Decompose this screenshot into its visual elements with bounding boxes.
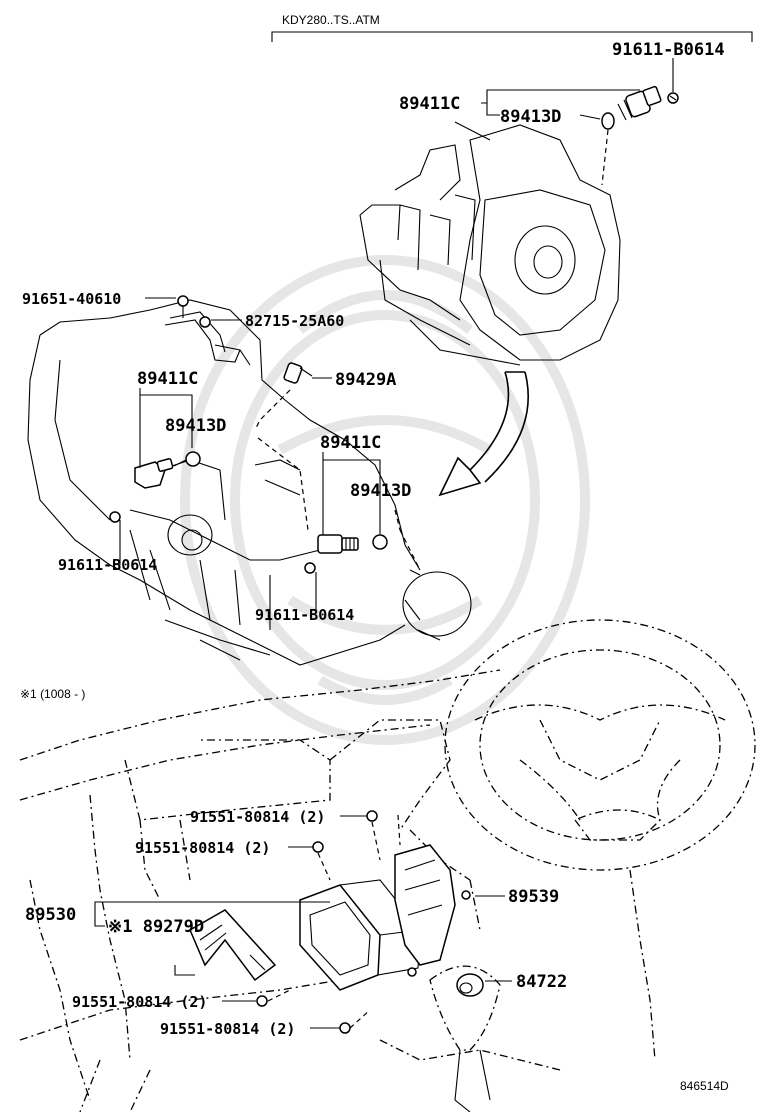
callout-label: 91551-80814 (2) [190,808,325,826]
callout-label: 89413D [165,416,226,436]
model-code: KDY280..TS..ATM [282,13,380,27]
callout-label: 91651-40610 [22,290,121,308]
callout-label: 89411C [137,369,198,389]
callout-label: 89411C [399,94,460,114]
callout-label: ※1 (1008 - ) [20,687,85,701]
callout-label: 91611-B0614 [58,556,157,574]
callout-label: 89539 [508,887,559,907]
oring-89413d-left [185,451,201,467]
callout-label: 82715-25A60 [245,312,344,330]
bracket-89279d [174,909,277,982]
bracket-89539 [394,844,471,977]
assembly-arrow [438,371,529,497]
callout-label: 89413D [500,107,561,127]
callout-label: ※1 89279D [108,917,204,937]
illustration-id: 846514D [680,1079,729,1093]
bolt-91611-right [304,562,316,574]
filter-cylinder [399,529,472,641]
callout-label: 89413D [350,481,411,501]
oring-89413d-upper [601,112,615,130]
sensor-89411c-left [134,458,174,489]
transmission-middle [27,299,421,666]
callout-label: 84722 [516,972,567,992]
callout-label: 89429A [335,370,396,390]
shift-knob-84722 [429,965,501,1112]
bracket-82715 [164,311,241,363]
sensor-89411c-upper [617,85,662,121]
callout-label: 91551-80814 (2) [72,993,207,1011]
bolt-91611-left [109,511,121,523]
steering-wheel [444,619,756,1061]
sensor-89411c-right [317,534,359,554]
transmission-upper [359,124,621,366]
callout-label: 91551-80814 (2) [160,1020,295,1038]
dashboard [19,669,561,1112]
oring-89413d-right [372,534,388,550]
bolt-91651 [177,295,189,318]
bolt-91551-b [312,841,324,853]
header-bracket [271,31,753,42]
callout-label: 91611-B0614 [255,606,354,624]
bolt-91551-d [339,1022,351,1034]
bolt-91551-a [366,810,378,822]
bolt-91611-upper [667,92,679,104]
callout-label: 91611-B0614 [612,40,725,60]
callout-label: 91551-80814 (2) [135,839,270,857]
bolt-91551-c [256,995,268,1007]
watermark-emblem [180,255,590,745]
callout-label: 89411C [320,433,381,453]
callout-label: 89530 [25,905,76,925]
switch-89429a [283,362,313,384]
